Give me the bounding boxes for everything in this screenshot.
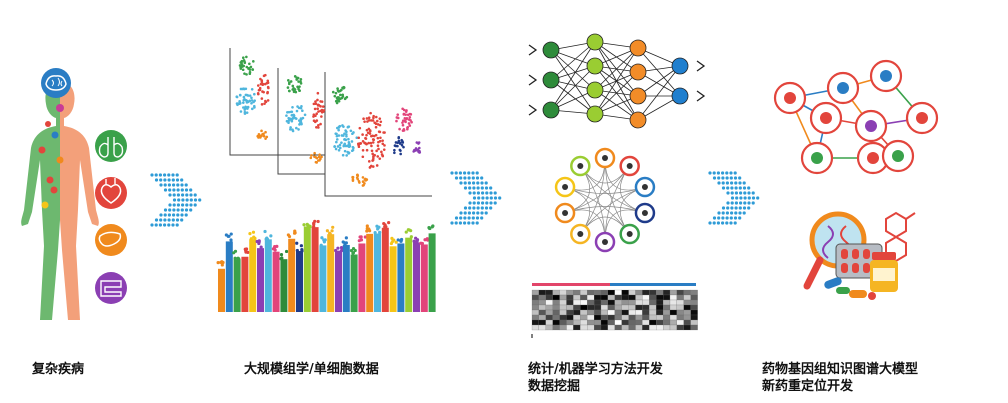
knowledge-graph-diagram xyxy=(773,59,939,175)
chevron-arrow-icon xyxy=(708,171,760,225)
pill-bottle-icon xyxy=(870,252,898,292)
body-left-half xyxy=(21,82,60,320)
stage-4-caption-line-1: 药物基因组知识图谱大模型 xyxy=(762,362,919,377)
drug-illustration xyxy=(803,211,916,300)
chevron-arrow-icon xyxy=(450,171,502,225)
stage-1-caption: 复杂疾病 xyxy=(32,361,84,378)
body-right-half xyxy=(60,82,99,320)
stage-2-caption: 大规模组学/单细胞数据 xyxy=(244,361,379,378)
intestine-icon xyxy=(95,272,127,304)
stage-2-caption-line: 大规模组学/单细胞数据 xyxy=(244,362,379,377)
brain-icon xyxy=(41,68,71,98)
single-cell-scatter-panels xyxy=(229,48,433,197)
neural-network-diagram xyxy=(528,33,706,129)
heart-icon xyxy=(95,177,127,209)
stage-4-caption-line-2: 新药重定位开发 xyxy=(762,379,854,394)
stage-4-caption: 药物基因组知识图谱大模型 新药重定位开发 xyxy=(762,361,918,395)
circular-network-diagram xyxy=(554,147,656,253)
stage-3-caption-line-2: 数据挖掘 xyxy=(528,379,581,394)
stage-3-caption: 统计/机器学习方法开发 数据挖掘 xyxy=(528,361,663,395)
chevron-arrow-icon xyxy=(150,173,202,227)
liver-icon xyxy=(95,224,127,256)
heatmap-panel xyxy=(531,283,698,338)
lung-icon xyxy=(95,130,127,162)
stage-1-caption-line: 复杂疾病 xyxy=(32,362,85,377)
human-body-figure xyxy=(21,82,99,320)
stage-3-caption-line-1: 统计/机器学习方法开发 xyxy=(528,362,663,377)
omics-bar-plot xyxy=(216,219,436,312)
